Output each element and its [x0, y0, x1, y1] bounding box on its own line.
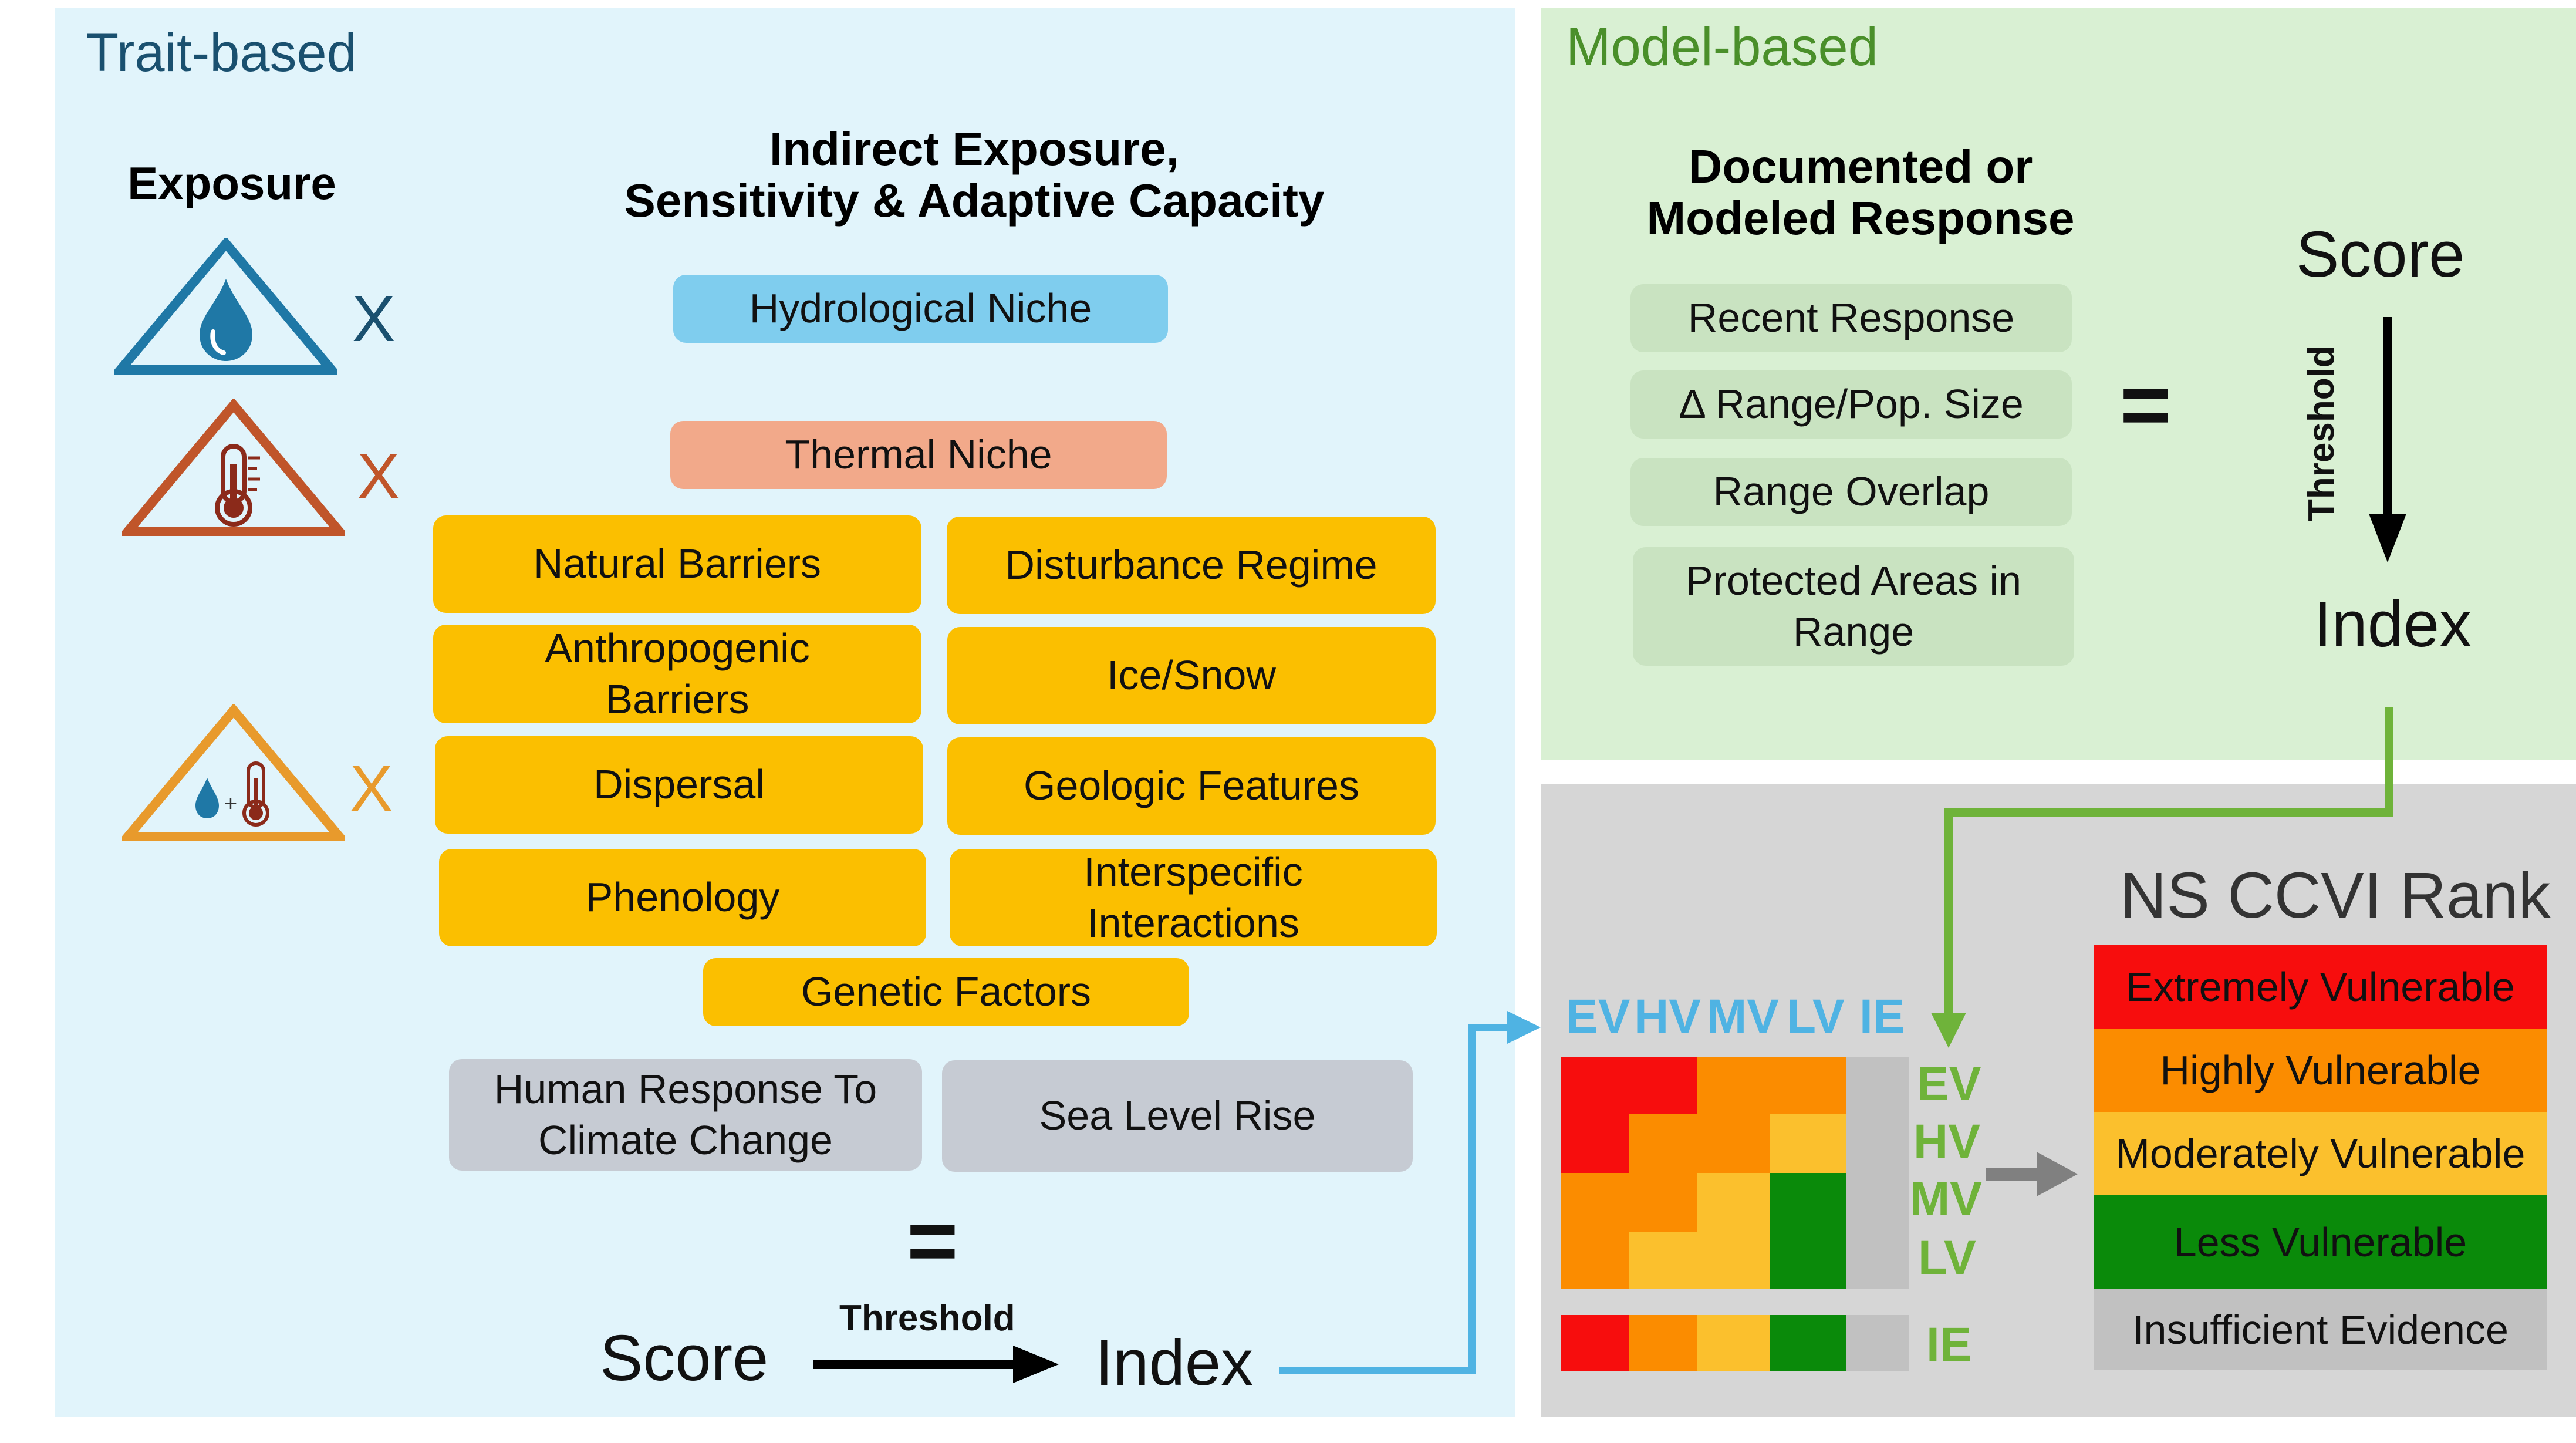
- model-threshold-label: Threshold: [2301, 345, 2342, 521]
- protected-areas-line1: Protected Areas in: [1686, 557, 2021, 604]
- human-response-line2: Climate Change: [538, 1117, 833, 1163]
- matrix-cell-mv-mv: [1697, 1173, 1770, 1232]
- matrix-ie-cell-mv: [1697, 1315, 1770, 1371]
- thermal-niche-box: Thermal Niche: [670, 421, 1167, 489]
- indirect-heading-line2: Sensitivity & Adaptive Capacity: [624, 174, 1325, 227]
- matrix-cell-hv-lv: [1770, 1114, 1846, 1173]
- trait-threshold-label: Threshold: [839, 1298, 1015, 1339]
- model-heading-line1: Documented or: [1688, 140, 2033, 193]
- natural-barriers-box: Natural Barriers: [433, 515, 921, 613]
- matrix-cell-lv-mv: [1697, 1232, 1770, 1289]
- thermal-exposure-icon: [122, 399, 345, 536]
- human-response-line1: Human Response To: [494, 1066, 877, 1112]
- matrix-col-label-ev: EV: [1566, 990, 1630, 1043]
- matrix-cell-mv-lv: [1770, 1173, 1846, 1232]
- multiply-sign-3: X: [350, 753, 393, 825]
- matrix-cell-ev-hv: [1629, 1057, 1697, 1114]
- phenology-box: Phenology: [439, 849, 926, 946]
- protected-areas-box: Protected Areas in Range: [1633, 547, 2074, 666]
- matrix-row-label-hv: HV: [1913, 1115, 1980, 1168]
- human-response-box: Human Response To Climate Change: [449, 1059, 922, 1171]
- hydro-exposure-icon: [114, 238, 337, 375]
- multiply-sign-2: X: [357, 440, 400, 513]
- matrix-cell-hv-hv: [1629, 1114, 1697, 1173]
- anthropogenic-line2: Barriers: [605, 676, 749, 722]
- hydro-thermal-exposure-icon: +: [122, 704, 345, 841]
- multiply-sign-1: X: [352, 283, 396, 355]
- matrix-ie-label: IE: [1926, 1318, 1972, 1371]
- matrix-cell-ev-ie: [1846, 1057, 1909, 1114]
- anthropogenic-line1: Anthropogenic: [545, 625, 810, 671]
- recent-response-box: Recent Response: [1630, 284, 2072, 352]
- interspecific-interactions-box: Interspecific Interactions: [950, 849, 1437, 946]
- matrix-ie-cell-ie: [1846, 1315, 1909, 1371]
- geologic-features-box: Geologic Features: [947, 737, 1436, 835]
- matrix-cell-hv-mv: [1697, 1114, 1770, 1173]
- model-threshold-arrow: [2369, 317, 2406, 562]
- model-based-title: Model-based: [1566, 17, 1878, 77]
- matrix-row-label-ev: EV: [1917, 1057, 1981, 1111]
- matrix-cell-mv-ie: [1846, 1173, 1909, 1232]
- genetic-factors-box: Genetic Factors: [703, 958, 1189, 1026]
- model-score: Score: [2296, 218, 2465, 291]
- matrix-cell-hv-ev: [1561, 1114, 1629, 1173]
- matrix-cell-ev-lv: [1770, 1057, 1846, 1114]
- matrix-cell-ev-mv: [1697, 1057, 1770, 1114]
- matrix-cell-mv-ev: [1561, 1173, 1629, 1232]
- interspecific-line1: Interspecific: [1083, 848, 1303, 895]
- matrix-cell-lv-ev: [1561, 1232, 1629, 1289]
- matrix-cell-mv-hv: [1629, 1173, 1697, 1232]
- dispersal-box: Dispersal: [435, 736, 923, 834]
- range-pop-size-box: Δ Range/Pop. Size: [1630, 370, 2072, 439]
- sea-level-rise-box: Sea Level Rise: [942, 1060, 1413, 1172]
- matrix-col-label-ie: IE: [1859, 990, 1905, 1043]
- trait-index: Index: [1095, 1327, 1254, 1399]
- model-heading-line2: Modeled Response: [1646, 192, 2075, 244]
- range-overlap-box: Range Overlap: [1630, 458, 2072, 526]
- matrix-col-label-hv: HV: [1634, 990, 1701, 1043]
- rank-highly-vulnerable: Highly Vulnerable: [2094, 1029, 2547, 1112]
- matrix-ie-cell-ev: [1561, 1315, 1629, 1371]
- matrix-col-label-lv: LV: [1787, 990, 1845, 1043]
- interspecific-line2: Interactions: [1087, 900, 1299, 946]
- matrix-cell-hv-ie: [1846, 1114, 1909, 1173]
- disturbance-regime-box: Disturbance Regime: [947, 517, 1436, 614]
- model-equals-sign: =: [2120, 355, 2172, 454]
- protected-areas-line2: Range: [1792, 609, 1915, 655]
- matrix-cell-lv-lv: [1770, 1232, 1846, 1289]
- trait-based-title: Trait-based: [86, 23, 357, 83]
- anthropogenic-barriers-box: Anthropogenic Barriers: [433, 625, 921, 723]
- rank-extremely-vulnerable: Extremely Vulnerable: [2094, 945, 2547, 1029]
- matrix-row-label-mv: MV: [1910, 1172, 1982, 1226]
- matrix-cell-lv-hv: [1629, 1232, 1697, 1289]
- matrix-ie-cell-hv: [1629, 1315, 1697, 1371]
- model-heading: Documented or Modeled Response: [1620, 141, 2101, 244]
- svg-text:+: +: [223, 793, 238, 814]
- rank-less-vulnerable: Less Vulnerable: [2094, 1195, 2547, 1289]
- ice-snow-box: Ice/Snow: [947, 627, 1436, 724]
- matrix-ie-cell-lv: [1770, 1315, 1846, 1371]
- matrix-row-label-lv: LV: [1918, 1231, 1976, 1284]
- model-index: Index: [2314, 588, 2472, 660]
- rank-title: NS CCVI Rank: [2120, 859, 2551, 932]
- rank-moderately-vulnerable: Moderately Vulnerable: [2094, 1112, 2547, 1195]
- trait-threshold-arrow: [813, 1346, 1059, 1383]
- hydrological-niche-box: Hydrological Niche: [673, 275, 1168, 343]
- matrix-col-label-mv: MV: [1707, 990, 1779, 1043]
- matrix-cell-ev-ev: [1561, 1057, 1629, 1114]
- matrix-cell-lv-ie: [1846, 1232, 1909, 1289]
- trait-score: Score: [600, 1322, 769, 1394]
- trait-equals-sign: =: [907, 1191, 958, 1290]
- exposure-heading: Exposure: [127, 157, 336, 209]
- indirect-heading-line1: Indirect Exposure,: [769, 123, 1179, 175]
- indirect-heading: Indirect Exposure, Sensitivity & Adaptiv…: [575, 123, 1373, 227]
- rank-insufficient-evidence: Insufficient Evidence: [2094, 1289, 2547, 1370]
